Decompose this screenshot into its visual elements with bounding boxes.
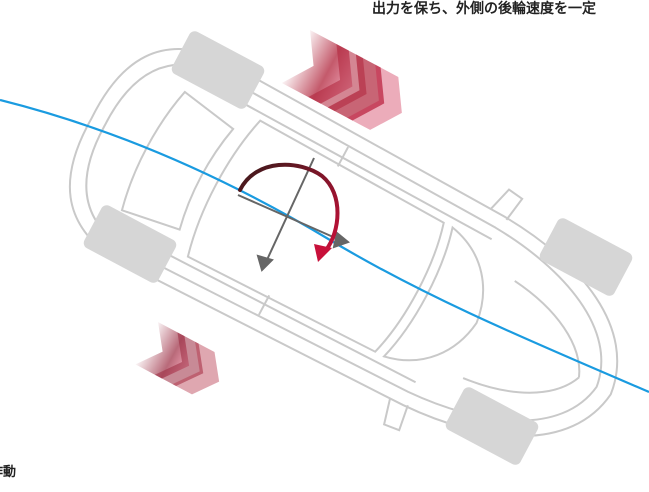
tire-rear-left (171, 31, 265, 109)
axis-vertical (265, 157, 315, 263)
rear-window (120, 90, 235, 231)
trajectory-line (0, 98, 649, 394)
vehicle-axes (237, 157, 351, 272)
mirror-left (489, 188, 524, 221)
hood-line-lower (462, 376, 580, 394)
car-body-outline (68, 48, 619, 438)
axis-vertical-head-icon (256, 254, 274, 272)
rotation-arrow-icon (238, 162, 340, 262)
tire-front-left (539, 218, 633, 296)
caption-top: 出力を保ち、外側の後輪速度を一定 (372, 1, 596, 17)
chevron-arrows-icon (281, 30, 402, 130)
chevron-arrows-icon (135, 322, 220, 395)
rotation-arc (238, 162, 340, 252)
side-line-left (201, 79, 493, 241)
mirror-right (382, 397, 409, 432)
tires (83, 31, 633, 465)
side-line-right (121, 229, 417, 384)
tire-rear-right (83, 205, 177, 283)
tire-front-right (445, 387, 539, 465)
hood-line-upper (514, 280, 581, 378)
windshield (382, 225, 485, 362)
caption-bottom: 作動 (0, 465, 17, 480)
roof-panel (186, 119, 445, 353)
door-seam-1 (336, 146, 349, 167)
door-seam-2 (258, 294, 271, 316)
rotation-arrow-head-icon (314, 244, 332, 262)
axis-horizontal-head-icon (332, 231, 351, 249)
axis-horizontal (237, 194, 341, 241)
